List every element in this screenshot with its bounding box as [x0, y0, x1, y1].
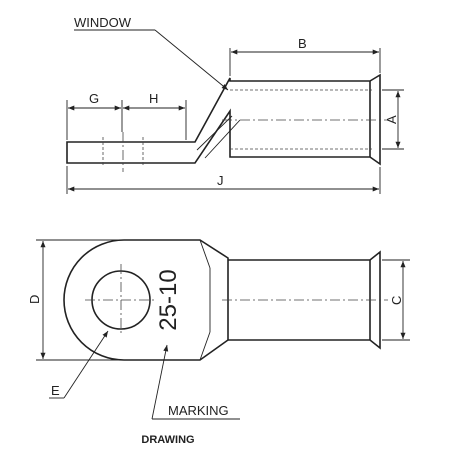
dim-b-label: B — [298, 36, 307, 51]
drawing-caption: DRAWING — [141, 434, 194, 446]
window-edge-2 — [204, 119, 241, 159]
side-view: B WINDOW G H A J — [66, 15, 404, 194]
window-leader-arrow — [154, 29, 229, 91]
dim-h-label: H — [149, 91, 158, 106]
dim-a-label: A — [384, 115, 399, 124]
dim-e-label: E — [51, 383, 60, 398]
top-view-outline — [63, 239, 229, 361]
dim-g-label: G — [89, 91, 99, 106]
dim-d-label: D — [27, 295, 42, 304]
top-view: 25-10 D C E MARKING DRAWING — [27, 239, 410, 446]
side-view-outline — [66, 73, 381, 166]
dim-j-label: J — [217, 173, 224, 188]
marking-leader-arrow — [151, 344, 169, 420]
window-edge-1 — [196, 115, 233, 151]
marking-label: MARKING — [168, 403, 229, 418]
dim-c-label: C — [389, 296, 404, 305]
top-taper-line-1 — [199, 239, 211, 269]
dim-e-leader-arrow — [63, 330, 109, 399]
top-taper-line-2 — [199, 331, 211, 361]
marking-text: 25-10 — [155, 269, 182, 330]
window-label: WINDOW — [74, 15, 132, 30]
